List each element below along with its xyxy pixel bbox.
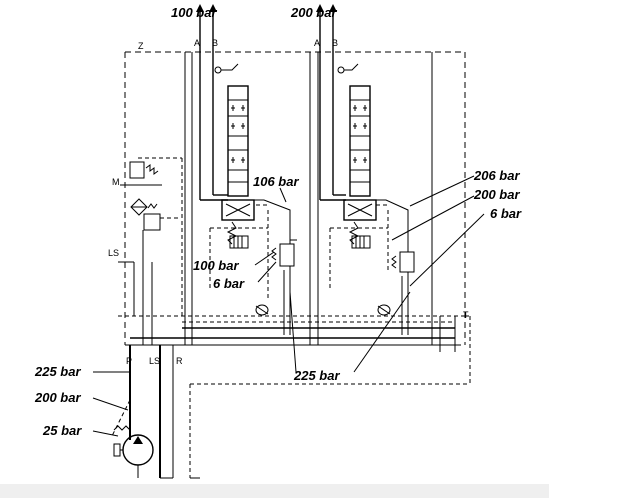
port-ls-left: LS (108, 248, 119, 258)
label-6bar-left: 6 bar (213, 276, 245, 291)
port-r: R (176, 356, 183, 366)
port-a-2: A (314, 38, 320, 48)
port-p: P (126, 356, 132, 366)
label-106bar: 106 bar (253, 174, 299, 189)
section-1-work-lines (196, 4, 228, 201)
port-z: Z (138, 41, 144, 51)
section-2-work-lines (316, 4, 346, 201)
label-100bar-top: 100 bar (171, 5, 217, 20)
port-a-1: A (194, 38, 200, 48)
port-labels: Z M LS T P LS R A B A B (108, 38, 469, 366)
main-galleries (118, 315, 471, 478)
label-225bar-pump: 225 bar (34, 364, 81, 379)
left-inlet-block (118, 157, 183, 345)
section-1-circuit (209, 199, 297, 335)
spool-valve-1 (214, 63, 255, 249)
label-200bar-top: 200 bar (290, 5, 337, 20)
valve-housing (124, 51, 466, 346)
label-6bar-right: 6 bar (490, 206, 522, 221)
label-25bar-pump: 25 bar (42, 423, 82, 438)
port-t: T (463, 310, 469, 320)
blank-margin (549, 0, 640, 498)
port-ls-bottom: LS (149, 356, 160, 366)
pressure-labels: 100 bar 200 bar 106 bar 206 bar 200 bar … (34, 5, 522, 438)
port-m: M (112, 177, 120, 187)
pump-supply (111, 345, 200, 479)
label-206bar: 206 bar (473, 168, 520, 183)
port-b-1: B (212, 38, 218, 48)
label-200bar-pump: 200 bar (34, 390, 81, 405)
label-200bar-right: 200 bar (473, 187, 520, 202)
spool-valve-2 (337, 63, 377, 249)
label-225bar-main: 225 bar (293, 368, 340, 383)
port-b-2: B (332, 38, 338, 48)
label-100bar-left: 100 bar (193, 258, 239, 273)
leader-lines (92, 175, 485, 437)
bottom-strip (0, 484, 549, 498)
